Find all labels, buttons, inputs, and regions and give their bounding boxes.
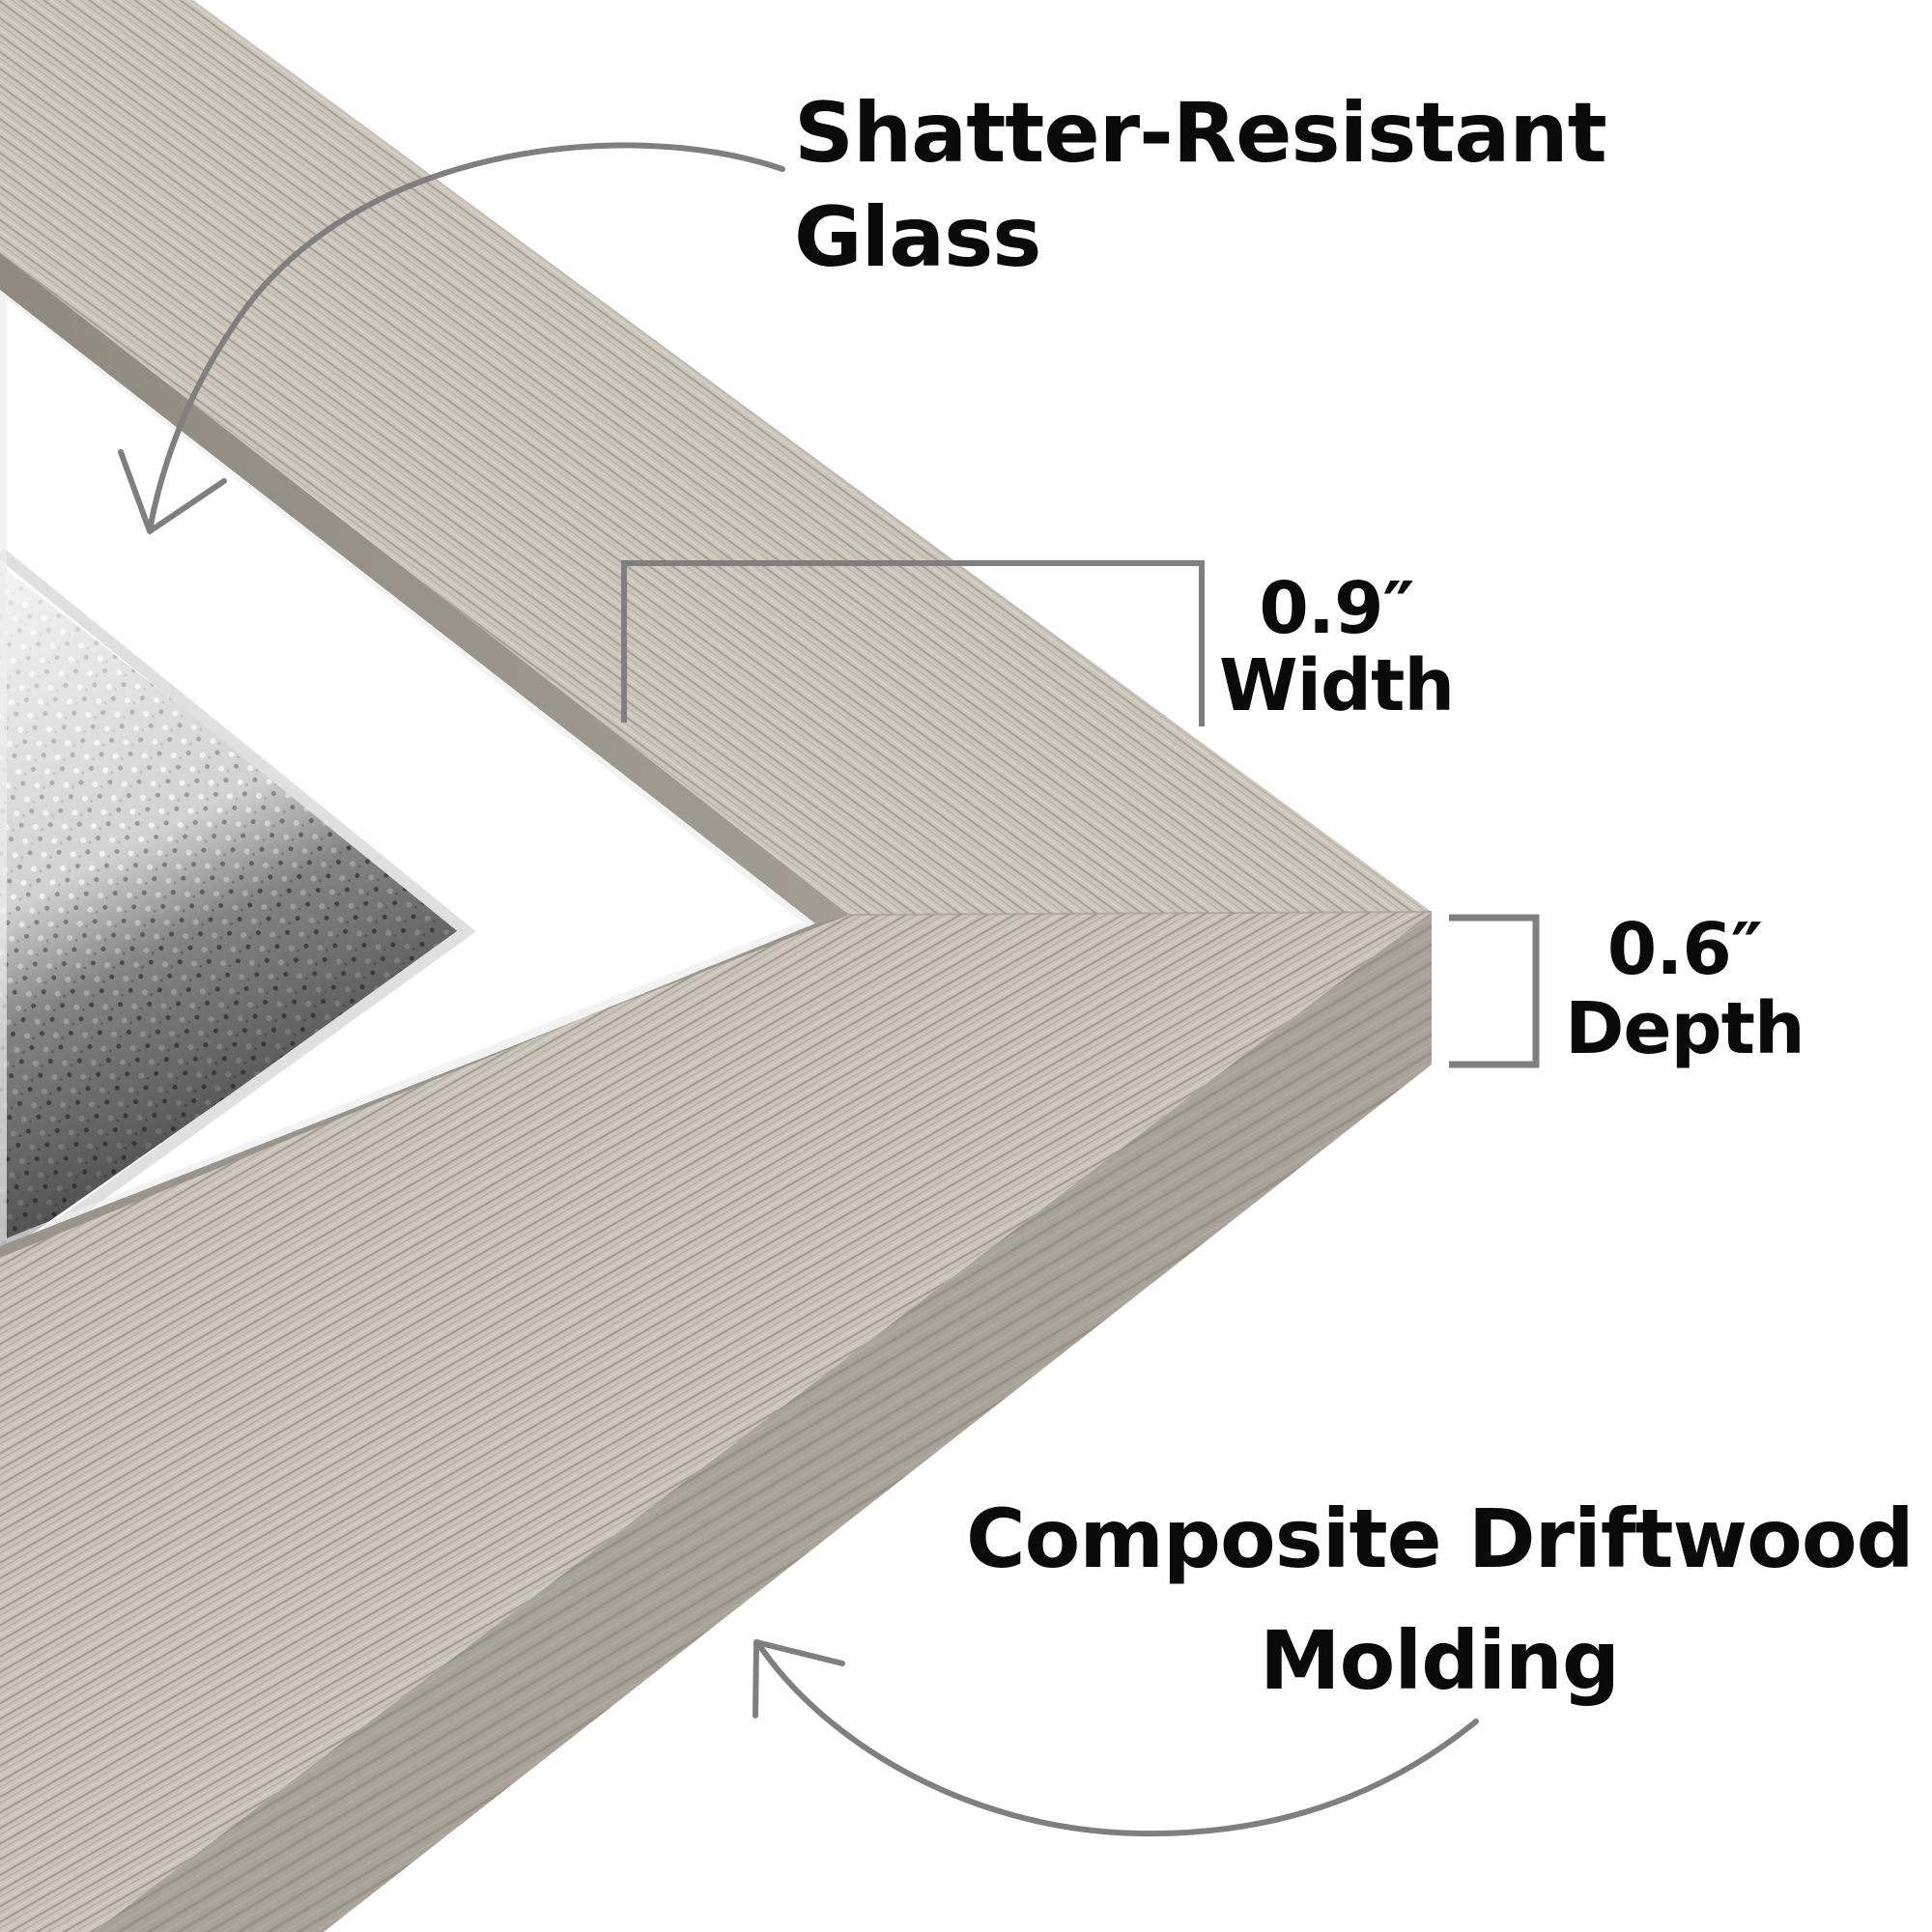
- depth-bracket-icon: [1449, 914, 1540, 1068]
- molding-callout: Composite Driftwood Molding: [966, 1478, 1915, 1721]
- glass-callout-line1: Shatter-Resistant: [794, 85, 1607, 182]
- depth-callout: 0.6″ Depth: [1565, 908, 1805, 1070]
- mat-bevel: [0, 548, 476, 1272]
- width-label: Width: [1219, 644, 1455, 727]
- depth-value: 0.6″: [1606, 908, 1763, 991]
- molding-arrow-icon: [753, 1639, 1479, 1837]
- frame-rail-bottom: [0, 912, 1432, 1932]
- width-value: 0.9″: [1259, 567, 1414, 650]
- photo-print: [0, 565, 466, 1256]
- width-callout: 0.9″ Width: [1219, 567, 1455, 727]
- frame-side-face: [94, 912, 1432, 1932]
- depth-label: Depth: [1565, 987, 1805, 1070]
- glass-callout: Shatter-Resistant Glass: [794, 81, 1607, 290]
- molding-callout-line1: Composite Driftwood: [966, 1492, 1915, 1586]
- width-bracket-icon: [621, 560, 1205, 726]
- molding-callout-line2: Molding: [1260, 1613, 1620, 1708]
- frame-rail-top: [0, 0, 1432, 915]
- frame-rabbet-top: [0, 253, 849, 923]
- glass-callout-line2: Glass: [794, 189, 1041, 286]
- glass-arrow-icon: [118, 142, 785, 534]
